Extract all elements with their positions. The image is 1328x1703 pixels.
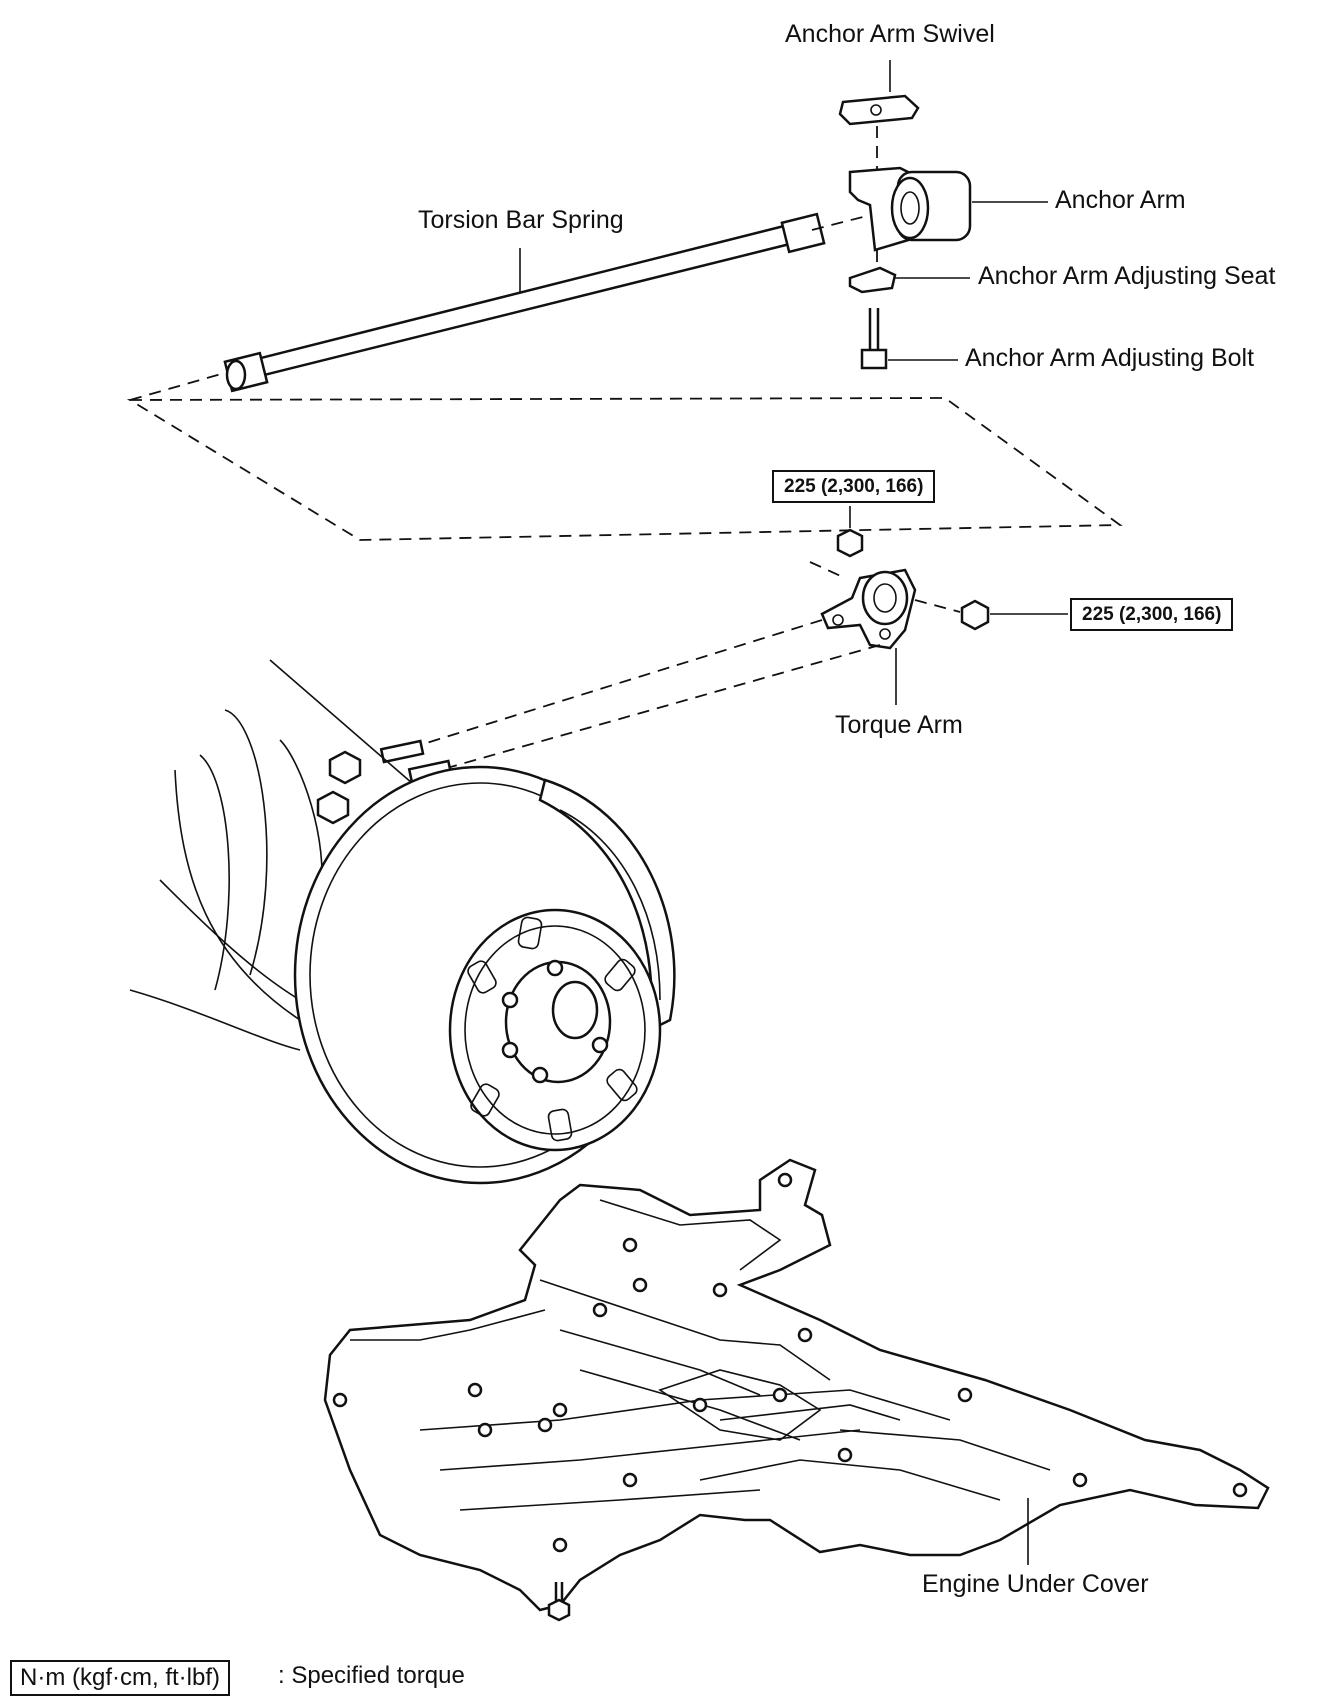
side-nut [960,599,990,631]
legend-description: : Specified torque [278,1662,465,1689]
label-torque-arm: Torque Arm [835,711,963,739]
upper-nut-dash [809,561,846,579]
torque-arm-to-side-nut-dash [914,599,961,613]
anchor-arm-adjusting-bolt [860,308,888,370]
hub-bolts [316,739,453,825]
anchor-arm [848,166,972,252]
legend-unit-box: N·m (kgf·cm, ft·lbf) [10,1660,230,1696]
torsion-bar-spring [223,212,826,393]
torque-arm-to-hub-dash-2 [439,644,881,771]
label-anchor-arm-swivel: Anchor Arm Swivel [785,20,995,48]
label-torsion-bar-spring: Torsion Bar Spring [418,206,624,234]
under-cover-bolt [547,1582,571,1622]
torque-arm [820,568,917,650]
torque-spec-upper-nut: 225 (2,300, 166) [772,470,936,503]
torque-arm-to-hub-dash-1 [419,619,823,746]
label-anchor-arm: Anchor Arm [1055,186,1186,214]
label-anchor-arm-adjusting-seat: Anchor Arm Adjusting Seat [978,262,1276,290]
upper-nut [836,528,864,558]
engine-under-cover [323,1158,1270,1612]
label-anchor-arm-adjusting-bolt: Anchor Arm Adjusting Bolt [965,344,1255,372]
wheel-hub-assembly [129,659,676,1185]
torque-spec-side-nut: 225 (2,300, 166) [1070,598,1234,631]
label-engine-under-cover: Engine Under Cover [922,1570,1149,1598]
anchor-arm-adjusting-seat [848,266,897,294]
mounting-plane-outline [126,397,1123,541]
torsion-bar-to-plane-dash [129,371,229,401]
anchor-arm-swivel [838,94,920,126]
